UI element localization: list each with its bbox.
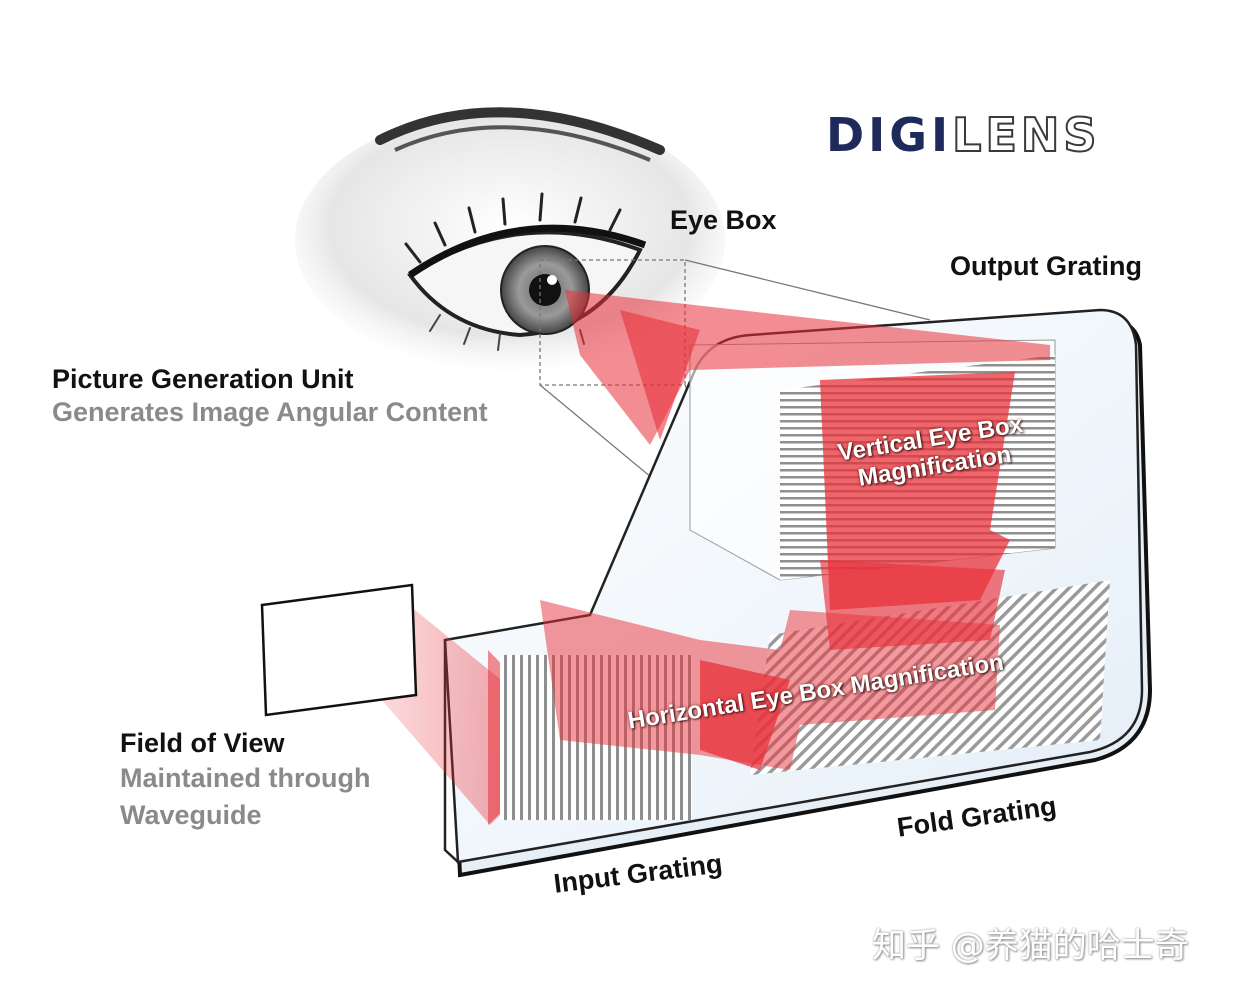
fov-title: Field of View [120, 728, 285, 758]
watermark: 知乎 @养猫的哈士奇 [872, 926, 1189, 966]
eye-box-label: Eye Box [670, 205, 777, 235]
digilens-logo: DIGILENS [826, 111, 1101, 159]
light-paths [540, 290, 1050, 770]
output-grating-label: Output Grating [950, 251, 1142, 281]
pgu-title: Picture Generation Unit [52, 364, 354, 394]
pgu-subtitle: Generates Image Angular Content [52, 397, 488, 427]
logo-part-lens: LENS [951, 108, 1101, 162]
fov-subtitle-line2: Waveguide [120, 800, 262, 830]
display-panel [260, 583, 418, 717]
fov-subtitle-line1: Maintained through [120, 763, 371, 793]
logo-part-digi: DIGI [826, 108, 953, 162]
